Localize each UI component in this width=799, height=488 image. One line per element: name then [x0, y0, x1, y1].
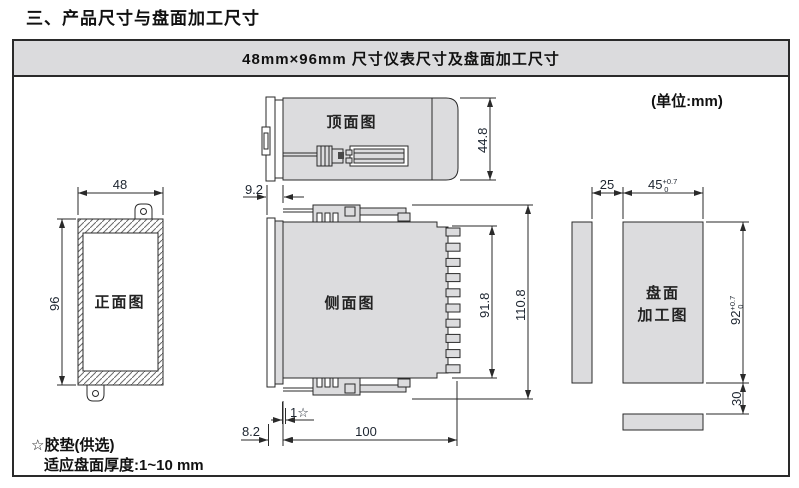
dim-overall-height-lines: [412, 204, 533, 400]
dim-case-height: 91.8: [477, 293, 492, 318]
dim-bezel-nogasket: 8.2: [242, 424, 260, 439]
dim-spacing-v-lines: [706, 383, 749, 415]
dim-gasket: 1☆: [290, 405, 309, 420]
dim-cutout-width-tol-minus: 0: [664, 185, 668, 194]
front-view-label: 正面图: [94, 294, 145, 311]
dim-front-height: 96: [47, 297, 62, 311]
page-title: 三、产品尺寸与盘面加工尺寸: [26, 9, 260, 28]
note-panel-thickness: 适应盘面厚度:1~10 mm: [44, 457, 204, 474]
dim-cutout-height: 92+0.70: [728, 296, 745, 325]
dim-cutout-width-lines: [623, 187, 704, 219]
dim-spacing-v: 30: [729, 392, 744, 406]
dim-case-height-lines: [452, 225, 497, 379]
dim-case-depth: 100: [355, 424, 377, 439]
top-view-label: 顶面图: [326, 114, 377, 131]
dim-overall-height: 110.8: [513, 289, 528, 321]
dim-cutout-height-tol-plus: +0.7: [728, 296, 737, 311]
dim-bezel-depth-lines: [243, 185, 304, 215]
top-view-drawing: [261, 96, 459, 182]
side-view-label: 侧面图: [324, 294, 375, 312]
side-view-drawing: [266, 204, 461, 396]
drawing-header-text: 48mm×96mm 尺寸仪表尺寸及盘面加工尺寸: [242, 50, 560, 68]
dim-top-height-lines: [460, 97, 496, 181]
panel-cutout-label-line2: 加工图: [636, 307, 688, 324]
dim-cutout-width-tol-plus: +0.7: [662, 177, 677, 186]
dim-cutout-height-tol-minus: 0: [736, 305, 745, 309]
panel-cutout-drawing: [571, 221, 704, 431]
dim-cutout-width-value: 45: [648, 177, 662, 192]
dim-spacing-h: 25: [600, 177, 614, 192]
front-view-drawing: [77, 203, 164, 402]
unit-note: (单位:mm): [651, 93, 723, 110]
drawing-header: 48mm×96mm 尺寸仪表尺寸及盘面加工尺寸: [14, 41, 788, 77]
panel-cutout-label-line1: 盘面: [646, 284, 680, 302]
note-gasket: ☆胶垫(供选): [31, 437, 115, 454]
dim-depth-lines: [241, 381, 458, 446]
dim-cutout-height-value: 92: [728, 311, 743, 325]
dim-bezel-depth: 9.2: [245, 182, 263, 197]
dim-front-width-lines: [77, 187, 164, 215]
dim-front-width: 48: [113, 177, 127, 192]
dim-top-height: 44.8: [475, 128, 490, 153]
dim-front-height-lines: [57, 218, 76, 386]
